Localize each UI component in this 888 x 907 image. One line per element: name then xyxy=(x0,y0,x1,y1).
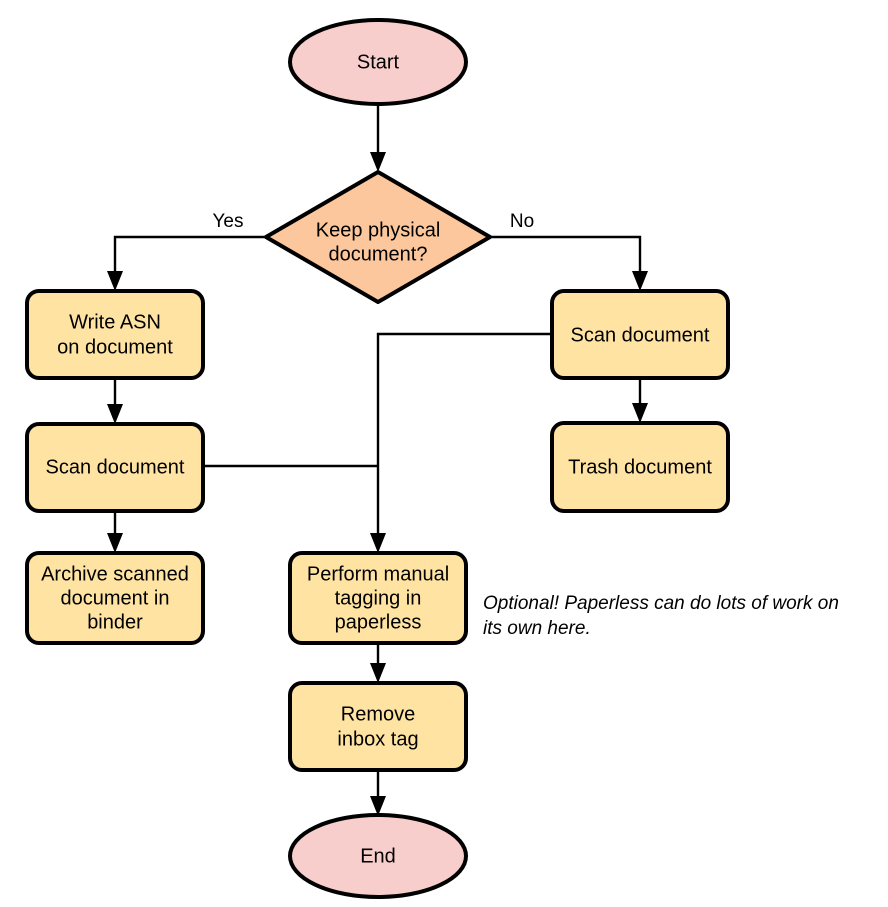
edge-label-yes: Yes xyxy=(213,211,244,232)
edge-scan-left-to-archive xyxy=(107,511,123,553)
node-start[interactable]: Start xyxy=(288,18,468,106)
decision-diamond xyxy=(264,170,492,304)
node-archive-scanned-document[interactable]: Archive scanned document in binder xyxy=(25,551,205,645)
node-write-asn-on-document[interactable]: Write ASN on document xyxy=(25,289,205,380)
node-end[interactable]: End xyxy=(288,813,468,899)
tagging-label-line3: paperless xyxy=(335,611,422,633)
node-remove-inbox-tag[interactable]: Remove inbox tag xyxy=(288,681,468,772)
remove-inbox-label-line1: Remove xyxy=(341,703,415,725)
edge-decision-no-to-scan-right xyxy=(490,235,648,291)
decision-label-line2: document? xyxy=(329,243,428,265)
edge-tagging-to-remove-inbox xyxy=(370,642,386,683)
write-asn-label-line1: Write ASN xyxy=(69,311,161,333)
write-asn-label-line2: on document xyxy=(57,336,173,358)
node-perform-manual-tagging[interactable]: Perform manual tagging in paperless xyxy=(288,551,468,645)
start-label: Start xyxy=(357,51,400,73)
edge-remove-inbox-to-end xyxy=(370,770,386,816)
edge-start-to-decision xyxy=(370,104,386,172)
node-scan-document-right[interactable]: Scan document xyxy=(550,289,730,380)
archive-label-line3: binder xyxy=(87,611,143,633)
scan-document-right-box xyxy=(550,289,730,380)
edge-scan-right-to-trash xyxy=(632,378,648,423)
tagging-label-line1: Perform manual xyxy=(307,563,449,585)
archive-label-line1: Archive scanned xyxy=(41,563,189,585)
tagging-label-line2: tagging in xyxy=(335,587,422,609)
edge-label-no: No xyxy=(510,211,534,232)
scan-document-left-box xyxy=(25,422,205,513)
node-decision-keep-physical-document[interactable]: Keep physical document? xyxy=(264,170,492,304)
tagging-box xyxy=(288,551,468,645)
edge-scan-right-to-tagging xyxy=(370,332,552,553)
archive-label-line2: document in xyxy=(61,587,170,609)
node-trash-document[interactable]: Trash document xyxy=(550,421,730,513)
write-asn-box xyxy=(25,289,205,380)
remove-inbox-tag-box xyxy=(288,681,468,772)
trash-document-label: Trash document xyxy=(568,456,712,478)
scan-document-right-label: Scan document xyxy=(571,324,710,346)
decision-label-line1: Keep physical xyxy=(316,219,441,241)
start-ellipse xyxy=(288,18,468,106)
scan-document-left-label: Scan document xyxy=(46,456,185,478)
trash-document-box xyxy=(550,421,730,513)
annotation-line2: its own here. xyxy=(483,618,591,639)
end-label: End xyxy=(360,845,396,867)
edge-decision-yes-to-write-asn xyxy=(107,235,266,291)
annotation-line1: Optional! Paperless can do lots of work … xyxy=(483,593,839,614)
edge-write-asn-to-scan-left xyxy=(107,378,123,424)
node-scan-document-left[interactable]: Scan document xyxy=(25,422,205,513)
archive-box xyxy=(25,551,205,645)
end-ellipse xyxy=(288,813,468,899)
remove-inbox-label-line2: inbox tag xyxy=(337,728,418,750)
